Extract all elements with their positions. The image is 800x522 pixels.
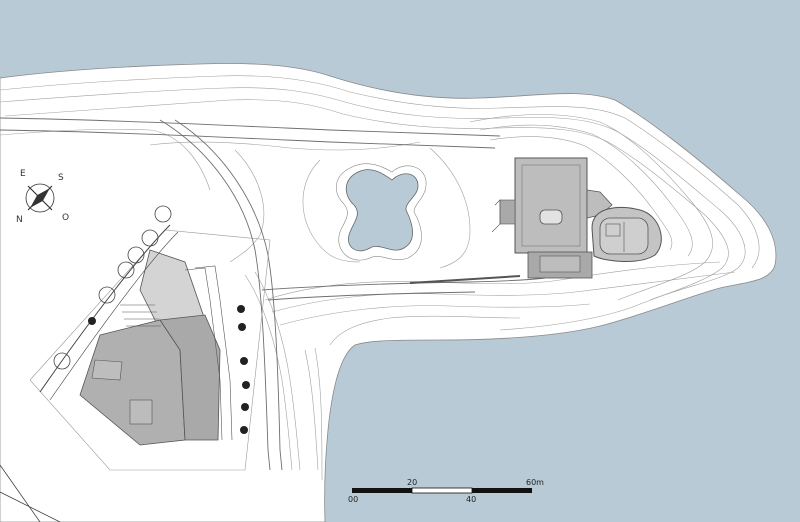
compass-icon: N E S O bbox=[16, 169, 69, 225]
scale-label-20: 20 bbox=[407, 478, 417, 487]
compass-label-n: N bbox=[16, 215, 23, 225]
tree-icon bbox=[53, 205, 172, 370]
scale-bar: 20 60m 00 40 bbox=[348, 478, 544, 504]
residential-building-complex bbox=[0, 224, 271, 522]
lagoon-edge bbox=[336, 163, 427, 261]
compass-label-o: O bbox=[62, 213, 69, 223]
scale-label-40: 40 bbox=[466, 495, 476, 504]
access-road bbox=[0, 117, 546, 471]
scale-label-00: 00 bbox=[348, 495, 358, 504]
tree-icon bbox=[88, 305, 250, 434]
compass-label-s: S bbox=[58, 173, 64, 183]
scale-label-60m: 60m bbox=[526, 478, 544, 487]
compass-label-e: E bbox=[20, 169, 26, 179]
contour-lines bbox=[0, 75, 760, 481]
main-house bbox=[491, 157, 662, 279]
lagoon-pond bbox=[345, 169, 419, 252]
